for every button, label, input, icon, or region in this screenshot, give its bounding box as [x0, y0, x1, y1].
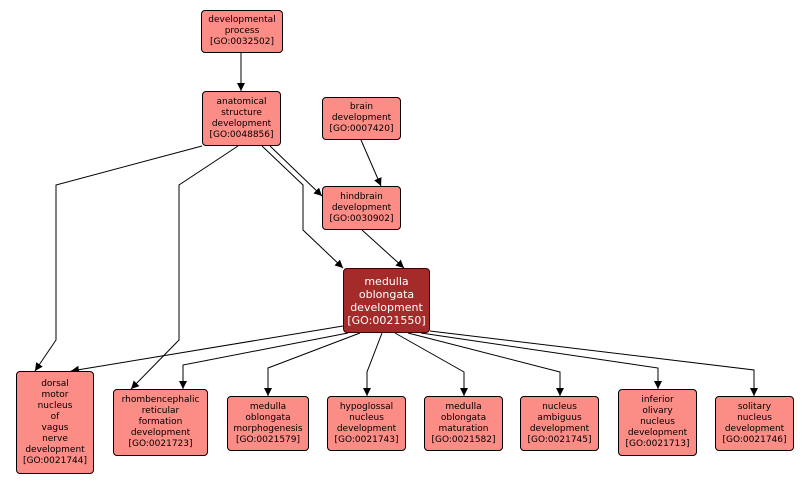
node-go-id: [GO:0021713]: [625, 439, 690, 449]
node-go-id: [GO:0021723]: [128, 439, 193, 449]
node-label-line: reticular: [141, 406, 180, 416]
node-label-line: development: [211, 118, 272, 129]
node-label-line: oblongata: [440, 412, 487, 423]
node-label-line: developmental: [208, 15, 276, 25]
node-label-line: oblongata: [245, 412, 291, 423]
node-label-line: nucleus: [640, 417, 675, 427]
edge-brain-development-to-hindbrain-development: [360, 139, 382, 187]
node-go-id: [GO:0021579]: [235, 434, 301, 445]
node-label-line: nucleus: [542, 401, 577, 412]
edge-medulla-oblongata-development-to-rhombencephalic-reticular-formation-development: [179, 332, 349, 389]
node-label-line: medulla: [364, 274, 409, 288]
node-go-id: [GO:0007420]: [329, 124, 394, 134]
node-label-line: medulla: [249, 401, 287, 412]
node-label-line: hindbrain: [340, 191, 383, 202]
node-go-id: [GO:0021744]: [22, 455, 88, 466]
node-label-line: maturation: [438, 423, 489, 434]
edge-medulla-oblongata-development-to-hypoglossal-nucleus-development: [363, 332, 383, 396]
node-label-line: development: [724, 423, 785, 434]
node-label-line: development: [331, 202, 392, 213]
node-go-id: [GO:0021745]: [527, 434, 592, 445]
node-go-id: [GO:0021550]: [347, 313, 426, 327]
node-label-line: development: [627, 428, 688, 438]
edge-medulla-oblongata-development-to-nucleus-ambiguus-development: [407, 332, 564, 396]
edge-anatomical-structure-development-to-medulla-oblongata-development: [261, 145, 344, 269]
node-label-line: development: [336, 423, 397, 434]
node-label-line: anatomical: [216, 96, 267, 107]
node-label-line: development: [350, 300, 423, 314]
node-go-id: [GO:0021743]: [334, 434, 399, 445]
edge-anatomical-structure-development-to-rhombencephalic-reticular-formation-development: [130, 145, 239, 390]
node-label-line: ambiguus: [537, 412, 582, 423]
node-label-line: solitary: [737, 401, 772, 412]
node-go-id: [GO:0030902]: [329, 213, 394, 224]
node-label-line: nerve: [42, 433, 68, 444]
node-label-line: process: [224, 26, 260, 36]
edge-medulla-oblongata-development-to-inferior-olivary-nucleus-development: [420, 332, 662, 389]
edge-medulla-oblongata-development-to-medulla-oblongata-maturation: [394, 332, 468, 396]
node-label-line: of: [50, 411, 60, 422]
edge-medulla-oblongata-development-to-medulla-oblongata-morphogenesis: [264, 332, 361, 396]
node-label-line: olivary: [642, 406, 673, 416]
node-label-line: development: [25, 444, 85, 455]
node-label-line: formation: [138, 417, 183, 427]
edge-medulla-oblongata-development-to-solitary-nucleus-development: [429, 330, 758, 396]
node-label-line: rhombencephalic: [121, 395, 200, 405]
node-label-line: medulla: [445, 401, 482, 412]
node-label-line: brain: [349, 102, 374, 112]
edge-medulla-oblongata-development-to-dorsal-motor-nucleus-of-vagus-nerve-development: [70, 325, 344, 374]
node-label-line: development: [130, 428, 191, 438]
edge-anatomical-structure-development-to-hindbrain-development: [269, 145, 323, 197]
node-label-line: development: [331, 113, 392, 123]
node-label-line: motor: [41, 389, 69, 400]
node-label-line: morphogenesis: [233, 423, 303, 434]
node-label-line: structure: [221, 107, 262, 118]
edge-anatomical-structure-development-to-dorsal-motor-nucleus-of-vagus-nerve-development: [34, 145, 203, 372]
node-label-line: dorsal: [41, 378, 69, 389]
node-label-line: oblongata: [358, 287, 415, 301]
node-go-id: [GO:0048856]: [209, 129, 274, 140]
node-label-line: nucleus: [349, 412, 384, 423]
node-go-id: [GO:0021746]: [722, 434, 787, 445]
node-label-line: nucleus: [37, 400, 73, 411]
edge-hindbrain-development-to-medulla-oblongata-development: [361, 229, 405, 269]
node-label-line: vagus: [41, 422, 69, 433]
node-label-line: development: [529, 423, 590, 434]
node-go-id: [GO:0032502]: [209, 37, 275, 47]
node-go-id: [GO:0021582]: [431, 434, 496, 445]
node-label-line: hypoglossal: [339, 401, 394, 412]
node-label-line: inferior: [641, 395, 674, 405]
node-label-line: nucleus: [737, 412, 772, 423]
